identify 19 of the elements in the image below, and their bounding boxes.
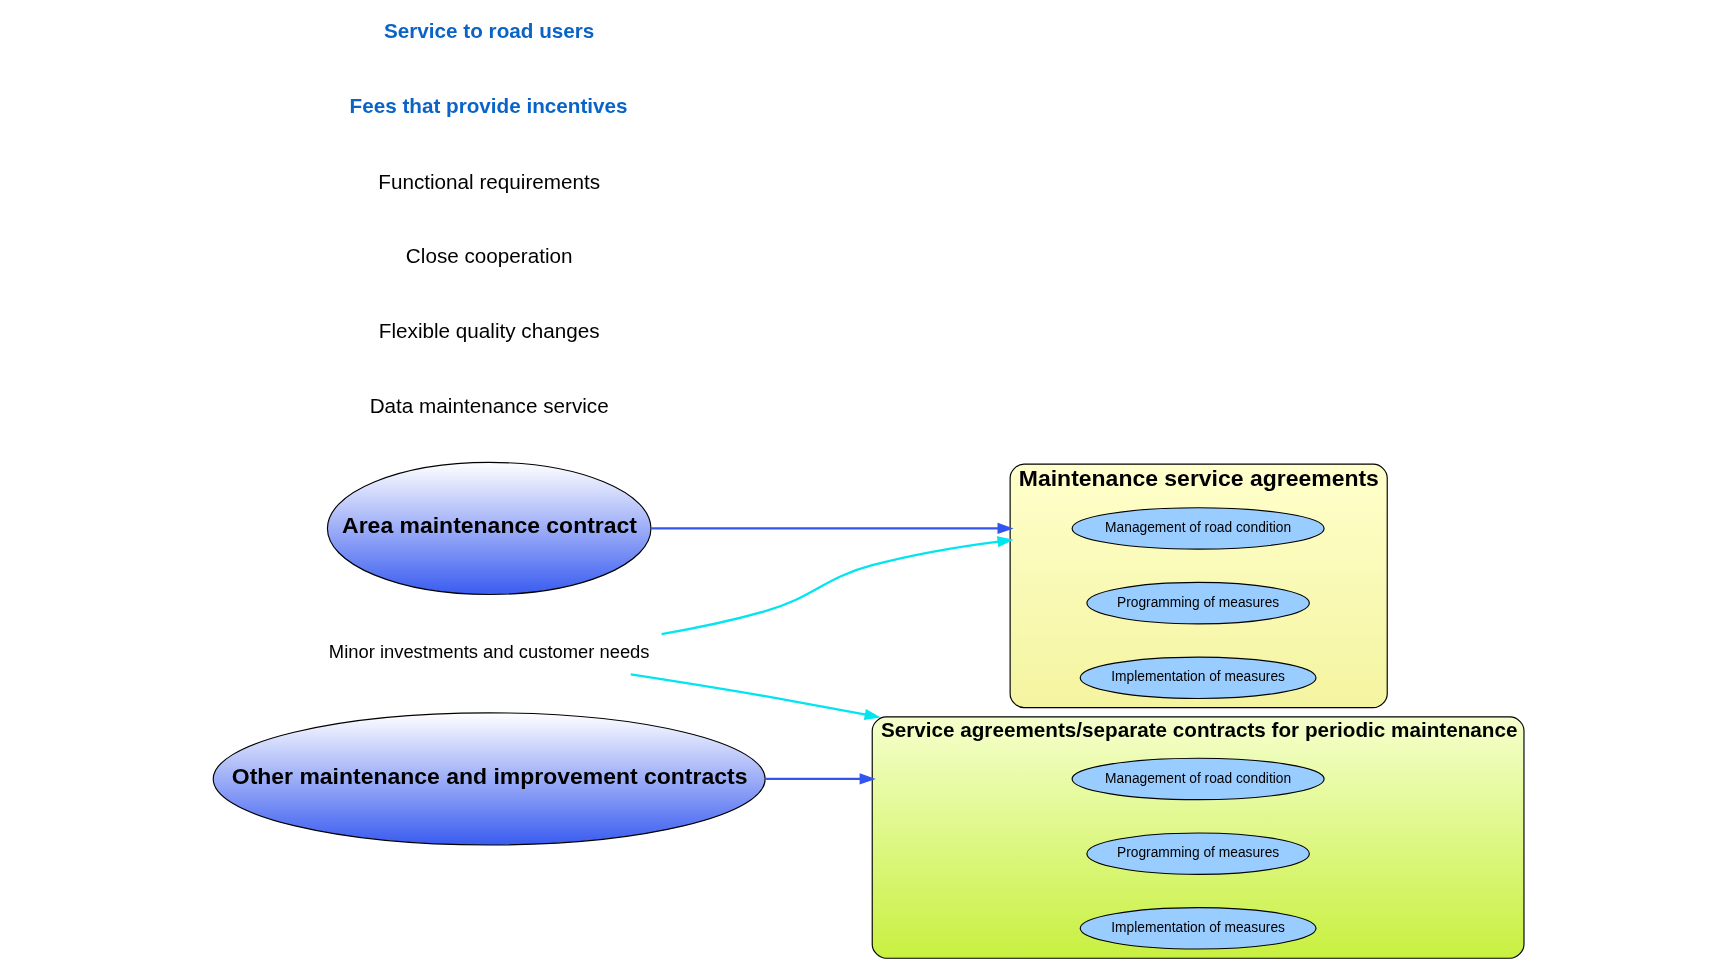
node-ellipse: Management of road condition: [1071, 506, 1325, 550]
node-ellipse: Other maintenance and improvement contracts: [212, 711, 766, 846]
label: Service to road users: [383, 18, 594, 42]
arrow: [650, 522, 1014, 534]
label: Data maintenance service: [369, 393, 609, 417]
node-ellipse: Programming of measures: [1085, 581, 1310, 624]
arrow: [630, 672, 881, 720]
label: Close cooperation: [405, 243, 573, 267]
label: Functional requirements: [377, 169, 600, 193]
label: Flexible quality changes: [378, 318, 600, 342]
node-ellipse: Area maintenance contract: [326, 461, 652, 595]
node-ellipse: Implementation of measures: [1079, 906, 1317, 950]
node-ellipse: Programming of measures: [1085, 831, 1310, 875]
arrow: [660, 535, 1014, 635]
label: Fees that provide incentives: [349, 93, 628, 117]
arrow: [765, 772, 876, 785]
node-ellipse: Management of road condition: [1071, 757, 1325, 800]
node-text: Minor investments and customer needs: [328, 640, 650, 662]
node-ellipse: Implementation of measures: [1079, 656, 1317, 699]
